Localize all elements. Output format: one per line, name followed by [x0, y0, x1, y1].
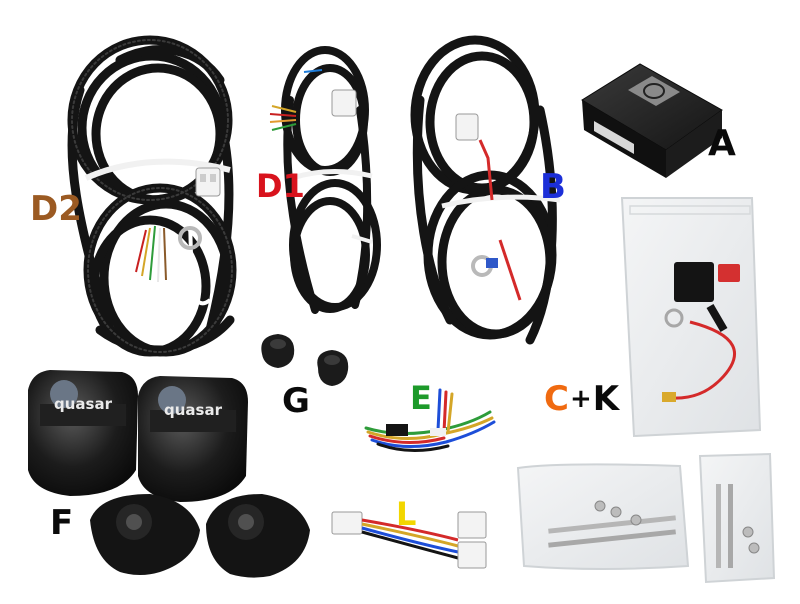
label-f: F	[50, 503, 74, 543]
socket-f-right	[138, 376, 248, 502]
brand-name: quasar	[164, 401, 222, 419]
connector-black	[386, 424, 408, 436]
socket-f-left	[28, 370, 138, 496]
loose-wires	[135, 225, 167, 283]
cable-tie	[84, 158, 231, 181]
fuse	[718, 264, 740, 282]
label-a: A	[708, 123, 736, 164]
bag-c-k	[620, 197, 762, 438]
label-plus: +	[569, 384, 592, 414]
socket-mount-left	[90, 494, 200, 575]
quasar-logo-right: quasar	[154, 400, 224, 422]
label-b: B	[540, 167, 566, 207]
connector-white	[331, 89, 357, 117]
cable-tie	[441, 194, 561, 209]
label-l: L	[396, 495, 417, 533]
relay	[674, 262, 714, 302]
bag-bolts-left	[516, 463, 690, 570]
quasar-logo-left: quasar	[44, 394, 114, 416]
harness-d2	[67, 35, 237, 357]
loose-wires	[269, 69, 323, 131]
brand-name: quasar	[54, 395, 112, 413]
cable-tie	[291, 169, 373, 181]
socket-mount-right	[206, 494, 310, 578]
label-c: C	[544, 379, 569, 419]
label-d1: D1	[256, 167, 305, 205]
label-d2: D2	[30, 189, 82, 229]
label-e: E	[410, 379, 432, 417]
control-module-a	[581, 63, 723, 178]
label-g: G	[282, 381, 310, 421]
ring-terminal	[178, 226, 202, 250]
connector-white	[195, 167, 221, 197]
bag-bolts-right	[698, 452, 776, 584]
label-c-plus-k: C+K	[544, 382, 619, 416]
label-k: K	[592, 379, 620, 419]
connector-white	[455, 113, 479, 141]
grommets-g	[261, 334, 349, 386]
harness-b	[410, 35, 557, 345]
harness-l	[331, 511, 487, 569]
